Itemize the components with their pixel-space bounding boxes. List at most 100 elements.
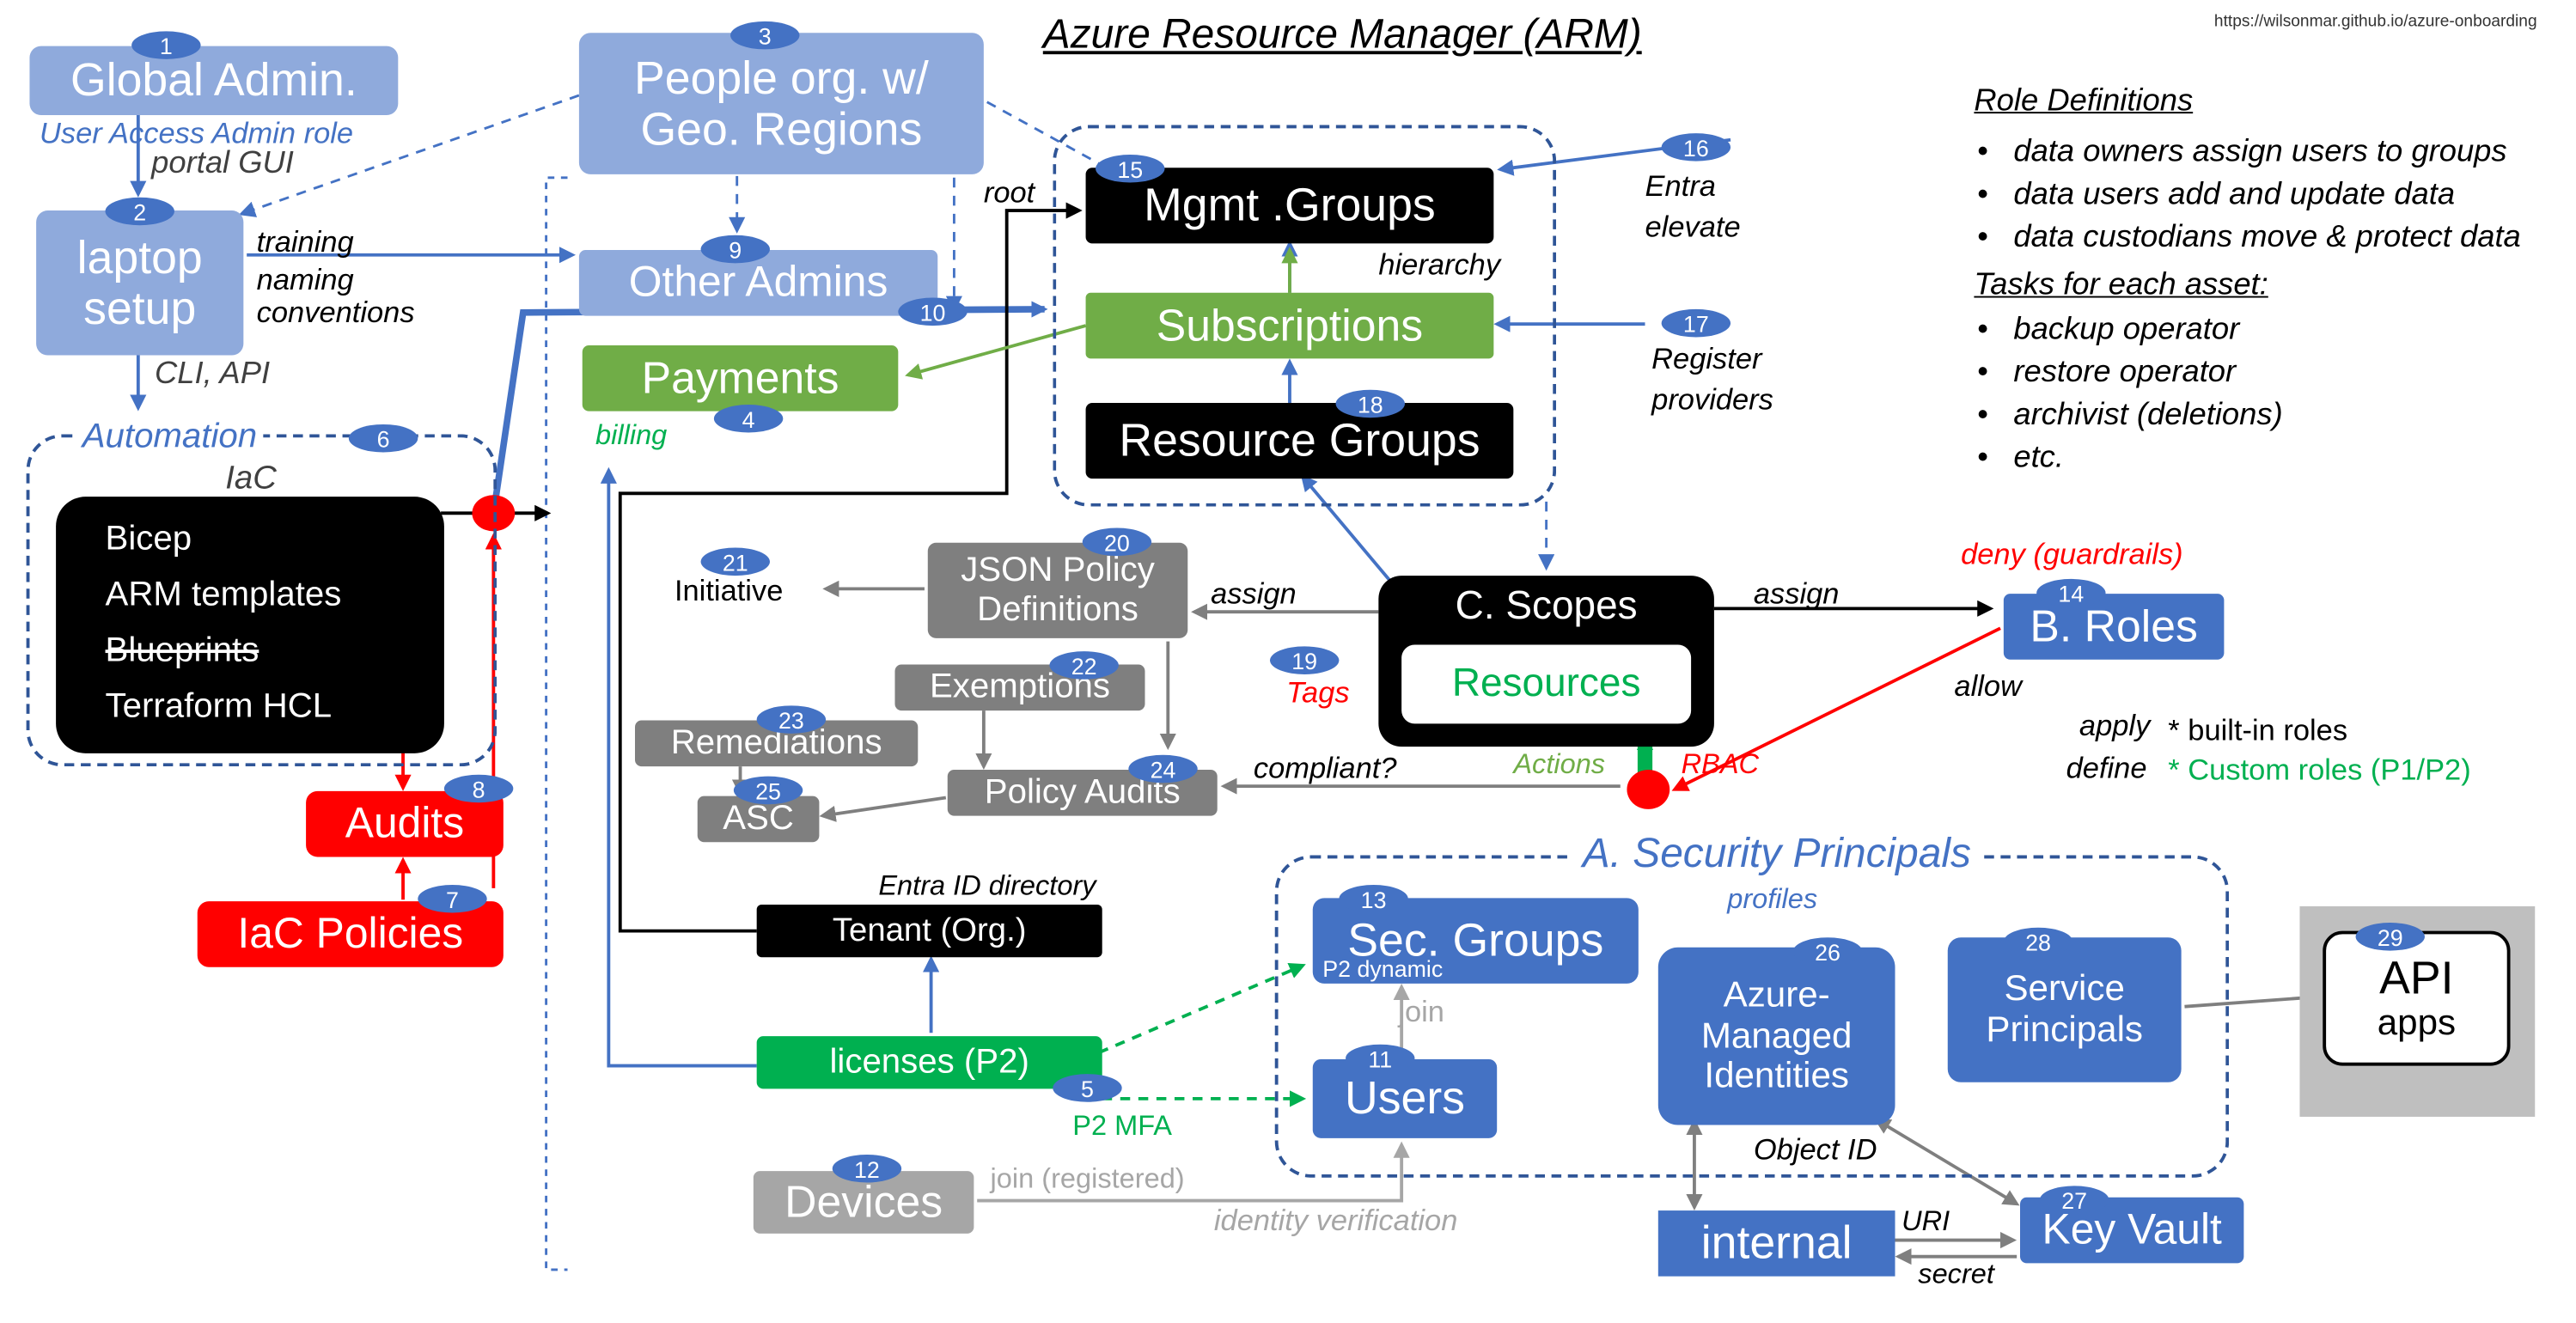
- role-item-custodians: data custodians move & protect data: [1974, 221, 2521, 264]
- tenant-box[interactable]: Tenant (Org.): [756, 904, 1102, 958]
- gray-connectors: [731, 580, 2323, 1265]
- light-gray-connectors: [977, 983, 1410, 1203]
- role-definitions-heading: Role Definitions: [1974, 83, 2194, 119]
- providers-label: providers: [1651, 383, 1773, 417]
- dashed-blue-connectors: [238, 94, 1555, 571]
- laptop-line1: laptop: [76, 231, 203, 283]
- managed-identities-box[interactable]: Azure- Managed Identities: [1657, 947, 1895, 1125]
- left-dashed-boundary: [545, 176, 568, 1271]
- rbac-label: RBAC: [1681, 748, 1760, 780]
- apps-line: apps: [2377, 1002, 2457, 1044]
- conventions-label: conventions: [256, 296, 415, 329]
- actions-label: Actions: [1513, 748, 1606, 780]
- scopes-box[interactable]: C. Scopes Resources: [1378, 576, 1714, 747]
- tool-blueprints: Blueprints: [105, 631, 259, 670]
- badge-16: 16: [1661, 133, 1731, 162]
- people-org-box[interactable]: People org. w/ Geo. Regions: [578, 33, 984, 174]
- role-item-users: data users add and update data: [1974, 178, 2520, 221]
- badge-29: 29: [2355, 923, 2425, 951]
- define-label: define: [2066, 751, 2147, 785]
- policy-assign-label: assign: [1211, 576, 1297, 611]
- tool-arm-templates: ARM templates: [105, 576, 342, 614]
- join-label: join: [1398, 995, 1444, 1028]
- profiles-label: profiles: [1727, 883, 1818, 915]
- p2-mfa-label: P2 MFA: [1072, 1110, 1173, 1142]
- join-registered-label: join (registered): [990, 1162, 1185, 1194]
- naming-label: naming: [256, 263, 354, 296]
- task-item-etc: etc.: [1974, 441, 2282, 484]
- badge-23: 23: [756, 705, 827, 734]
- json-policy-line2: Definitions: [977, 590, 1138, 629]
- task-item-backup: backup operator: [1974, 313, 2282, 356]
- mgmt-groups-box[interactable]: Mgmt .Groups: [1085, 168, 1494, 244]
- badge-4: 4: [713, 404, 784, 433]
- compliant-label: compliant?: [1253, 751, 1397, 785]
- laptop-setup-box[interactable]: laptop setup: [36, 210, 244, 356]
- resources-box[interactable]: Resources: [1401, 644, 1692, 724]
- task-item-restore: restore operator: [1974, 356, 2282, 399]
- tags-label: Tags: [1286, 675, 1350, 710]
- root-label: root: [983, 175, 1035, 210]
- json-policy-line1: JSON Policy: [961, 552, 1155, 590]
- badge-13: 13: [1339, 885, 1408, 913]
- security-principals-title: A. Security Principals: [1569, 832, 1985, 878]
- service-principals-box[interactable]: Service Principals: [1947, 937, 2182, 1082]
- scopes-label: C. Scopes: [1455, 583, 1638, 629]
- allow-label: allow: [1954, 669, 2022, 703]
- badge-3: 3: [730, 21, 800, 50]
- iac-label: IaC: [225, 460, 277, 497]
- managed-line2: Managed: [1700, 1014, 1853, 1056]
- sec-groups-box[interactable]: Sec. Groups: [1312, 898, 1639, 984]
- audits-box[interactable]: Audits: [306, 790, 504, 857]
- object-id-label: Object ID: [1753, 1133, 1877, 1167]
- resource-groups-box[interactable]: Resource Groups: [1085, 403, 1514, 479]
- json-policy-box[interactable]: JSON Policy Definitions: [927, 542, 1188, 638]
- entra-label: Entra: [1645, 169, 1716, 203]
- badge-8: 8: [443, 774, 514, 803]
- badge-1: 1: [131, 31, 201, 59]
- global-admin-box[interactable]: Global Admin.: [29, 46, 399, 116]
- badge-5: 5: [1053, 1074, 1122, 1102]
- badge-9: 9: [700, 235, 770, 264]
- billing-label: billing: [595, 419, 668, 451]
- task-item-archivist: archivist (deletions): [1974, 398, 2282, 441]
- tool-terraform: Terraform HCL: [105, 687, 333, 726]
- cli-api-label: CLI, API: [154, 357, 271, 392]
- badge-14: 14: [2036, 578, 2106, 607]
- initiative-label: Initiative: [674, 574, 784, 607]
- other-admins-box[interactable]: Other Admins: [578, 250, 938, 316]
- automation-title: Automation: [76, 418, 264, 456]
- rbac-gate-dot: [1627, 769, 1670, 809]
- user-access-admin-label: User Access Admin role: [39, 116, 354, 150]
- badge-21: 21: [700, 547, 770, 576]
- training-label: training: [256, 225, 354, 259]
- badge-7: 7: [418, 885, 487, 913]
- automation-tools-box: Bicep ARM templates Blueprints Terraform…: [56, 497, 444, 753]
- licenses-box[interactable]: licenses (P2): [756, 1036, 1102, 1089]
- register-label: Register: [1651, 342, 1762, 375]
- role-item-owners: data owners assign users to groups: [1974, 135, 2520, 178]
- internal-box[interactable]: internal: [1657, 1210, 1895, 1277]
- deny-guardrails-label: deny (guardrails): [1961, 538, 2183, 571]
- service-line2: Principals: [1986, 1008, 2143, 1050]
- hierarchy-label: hierarchy: [1378, 248, 1501, 282]
- roles-box[interactable]: B. Roles: [2003, 594, 2225, 660]
- badge-28: 28: [2003, 927, 2073, 956]
- users-box[interactable]: Users: [1312, 1058, 1498, 1138]
- secret-label: secret: [1918, 1258, 1994, 1289]
- arm-hierarchy-region: [1053, 125, 1557, 507]
- badge-22: 22: [1049, 651, 1119, 680]
- subscriptions-box[interactable]: Subscriptions: [1085, 292, 1494, 359]
- service-line1: Service: [2004, 967, 2125, 1009]
- tool-bicep: Bicep: [105, 519, 192, 558]
- entra-directory-label: Entra ID directory: [878, 869, 1096, 902]
- badge-12: 12: [832, 1154, 902, 1183]
- payments-box[interactable]: Payments: [582, 345, 899, 412]
- portal-gui-label: portal GUI: [151, 146, 294, 181]
- laptop-line2: setup: [83, 283, 197, 334]
- badge-27: 27: [2039, 1186, 2109, 1214]
- uri-label: URI: [1901, 1205, 1950, 1237]
- managed-line3: Identities: [1704, 1054, 1849, 1096]
- api-line: API: [2379, 952, 2454, 1003]
- api-apps-box[interactable]: API apps: [2323, 930, 2511, 1066]
